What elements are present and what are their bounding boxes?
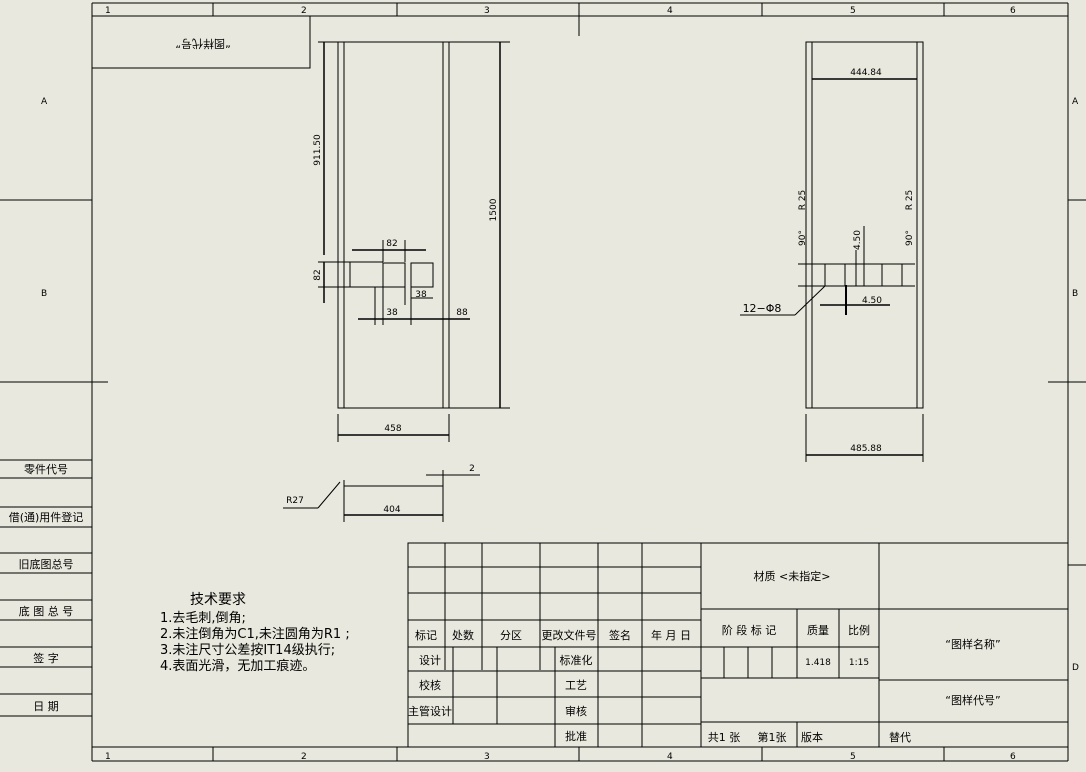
dim-1500: 1500 [489,198,499,221]
left-label-borrow: 借(通)用件登记 [9,510,84,524]
left-label-date: 日 期 [33,700,59,713]
zone-row-b-right: B [1072,289,1078,299]
dim-444: 444.84 [850,68,882,78]
row-label-check: 校核 [419,678,441,692]
profile-detail-dims: R27 2 404 [286,464,475,515]
title-block [407,542,1069,748]
drawing-code: “图样代号” [945,693,1000,707]
dim-2: 2 [469,464,475,474]
zone-col-5-bottom: 5 [850,752,856,762]
zone-col-6-top: 6 [1010,6,1016,16]
rev-header-mark: 标记 [415,628,437,642]
drawing-name: “图样名称” [945,637,1000,651]
zone-col-4-top: 4 [667,6,673,16]
dim-82-left: 82 [313,269,323,280]
zone-row-a-left: A [41,97,48,107]
left-label-old-base: 旧底图总号 [19,557,74,571]
rev-header-doc: 更改文件号 [542,628,597,642]
material-label: 材质 <未指定> [754,569,831,583]
rev-header-zone: 分区 [500,629,522,642]
weight-value: 1.418 [805,658,831,668]
side-view-dims: 444.84 R 25 R 25 90° 90° 4.50 4.50 12−Φ8… [743,68,915,454]
dim-911: 911.50 [313,134,323,166]
version-label: 版本 [801,730,823,744]
dim-r25-left: R 25 [798,190,808,211]
dim-82-top: 82 [386,239,397,249]
zone-row-d-right: D [1072,663,1079,673]
zone-col-6-bottom: 6 [1010,752,1016,762]
title-block-text: 标记 处数 分区 更改文件号 签名 年 月 日 设计 校核 主管设计 标准化 工… [408,569,1001,744]
dim-r25-right: R 25 [905,190,915,211]
dim-88: 88 [456,308,468,318]
front-view [318,41,510,442]
mid-label-review: 审核 [565,704,587,718]
zone-labels: 1 2 3 4 5 6 1 2 3 4 5 6 A B A B D [41,6,1079,762]
left-label-base: 底 图 总 号 [19,604,74,618]
tech-item-2: 2.未注倒角为C1,未注圆角为R1 ; [160,627,350,642]
scale-value: 1:15 [849,658,869,668]
mid-label-approve: 批准 [565,729,587,743]
dim-38b: 38 [415,290,427,300]
zone-col-4-bottom: 4 [667,752,673,762]
zone-col-5-top: 5 [850,6,856,16]
tech-requirements: 技术要求 1.去毛刺,倒角; 2.未注倒角为C1,未注圆角为R1 ; 3.未注尺… [160,592,350,674]
stage-label: 阶 段 标 记 [722,623,777,637]
dim-450-v: 4.50 [853,230,863,250]
dim-485: 485.88 [850,444,882,454]
tech-item-1: 1.去毛刺,倒角; [160,611,246,626]
dim-38a: 38 [386,308,398,318]
zone-col-1-bottom: 1 [105,752,111,762]
dim-458: 458 [384,424,401,434]
dim-r27: R27 [286,496,304,506]
replace-label: 替代 [889,730,911,744]
zone-row-a-right: A [1072,97,1079,107]
profile-detail [283,470,480,522]
zone-col-2-top: 2 [301,6,307,16]
corner-code-box: “图样代号” [91,15,311,69]
rev-header-sign: 签名 [609,628,631,642]
mid-label-process: 工艺 [565,679,587,692]
left-panel [0,459,92,717]
zone-col-3-top: 3 [484,6,490,16]
zone-col-1-top: 1 [105,6,111,16]
zone-col-3-bottom: 3 [484,752,490,762]
dim-90-right: 90° [905,230,915,246]
side-view [740,41,924,462]
tech-item-3: 3.未注尺寸公差按IT14级执行; [160,643,335,658]
row-label-design: 设计 [419,654,441,667]
weight-label: 质量 [807,624,829,637]
tech-title: 技术要求 [190,592,246,608]
front-view-dims: 911.50 1500 82 82 38 38 88 458 [313,134,499,434]
dim-hole: 12−Φ8 [743,302,782,315]
row-label-chief: 主管设计 [408,704,452,718]
left-label-sign: 签 字 [33,651,59,665]
sheet-total: 共1 张 [708,731,741,744]
left-panel-labels: 零件代号 借(通)用件登记 旧底图总号 底 图 总 号 签 字 日 期 [9,463,84,713]
tech-item-4: 4.表面光滑，无加工痕迹。 [160,658,315,674]
zone-row-b-left: B [41,289,47,299]
corner-code-text: “图样代号” [175,37,230,51]
scale-label: 比例 [848,623,870,637]
dim-404: 404 [383,505,400,515]
zone-col-2-bottom: 2 [301,752,307,762]
dim-450-h: 4.50 [862,296,882,306]
mid-label-std: 标准化 [560,653,593,667]
sheet-number: 第1张 [758,730,787,744]
rev-header-count: 处数 [452,629,474,642]
dim-90-left: 90° [798,230,808,246]
rev-header-date: 年 月 日 [651,628,691,642]
left-label-part-code: 零件代号 [24,463,68,476]
